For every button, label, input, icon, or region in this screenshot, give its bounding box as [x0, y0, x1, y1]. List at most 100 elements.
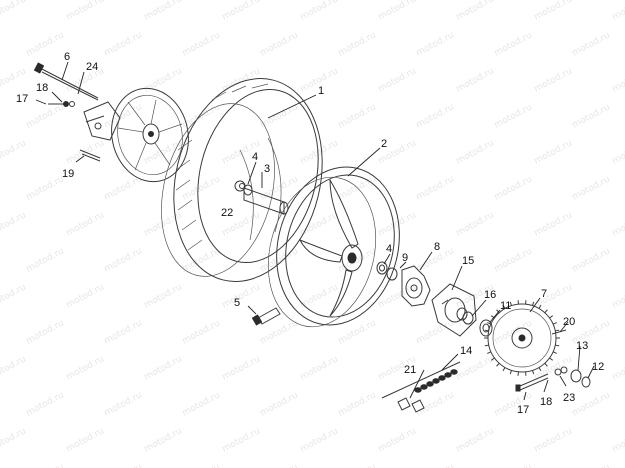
- sprocket-tooth: [487, 351, 492, 354]
- watermark-text: motod.ru: [221, 354, 262, 382]
- callout-8: 8: [434, 241, 440, 253]
- watermark-text: motod.ru: [611, 138, 625, 166]
- leader-lines: [35, 61, 595, 401]
- bearings: [243, 184, 398, 281]
- chain-link: [432, 378, 440, 384]
- watermark-text: motod.ru: [493, 246, 534, 274]
- axle-bolt: [251, 307, 281, 326]
- callout-15: 15: [462, 255, 474, 267]
- watermark-text: motod.ru: [25, 318, 66, 346]
- watermark-text: motod.ru: [65, 0, 106, 23]
- watermark-text: motod.ru: [415, 462, 456, 468]
- watermark-text: motod.ru: [25, 174, 66, 202]
- callout-1: 1: [318, 85, 324, 97]
- watermark-text: motod.ru: [0, 210, 28, 238]
- watermark-text: motod.ru: [143, 426, 184, 454]
- watermark-text: motod.ru: [337, 30, 378, 58]
- watermark-text: motod.ru: [533, 66, 574, 94]
- watermark-text: motod.ru: [0, 0, 28, 23]
- watermark-text: motod.ru: [221, 282, 262, 310]
- watermark-text: motod.ru: [455, 426, 496, 454]
- watermark-text: motod.ru: [299, 138, 340, 166]
- brake-bracket: [33, 62, 121, 162]
- watermark-text: motod.ru: [25, 462, 66, 468]
- drive-chain: [381, 361, 461, 413]
- rear-tyre: [161, 78, 323, 282]
- sprocket-tooth: [487, 322, 492, 325]
- callout-18: 18: [540, 396, 552, 408]
- chain-link: [438, 375, 446, 381]
- sprocket-tooth: [549, 357, 554, 361]
- callout-12: 12: [592, 361, 604, 373]
- watermark-text: motod.ru: [571, 30, 612, 58]
- watermark-text: motod.ru: [455, 66, 496, 94]
- watermark-text: motod.ru: [103, 102, 144, 130]
- watermark-text: motod.ru: [571, 102, 612, 130]
- watermark-text: motod.ru: [415, 174, 456, 202]
- chain-link: [414, 387, 422, 393]
- watermark-text: motod.ru: [259, 390, 300, 418]
- watermark-text: motod.ru: [611, 66, 625, 94]
- watermark-text: motod.ru: [259, 246, 300, 274]
- watermark-text: motod.ru: [299, 210, 340, 238]
- sprocket-tooth: [555, 344, 560, 347]
- callout-11: 11: [500, 300, 511, 312]
- sprocket-tooth: [496, 362, 500, 367]
- callout-4: 4: [252, 151, 258, 163]
- callout-24: 24: [86, 61, 98, 73]
- watermark-text: motod.ru: [611, 210, 625, 238]
- watermark-text: motod.ru: [0, 426, 28, 454]
- watermark-text: motod.ru: [455, 210, 496, 238]
- watermark-text: motod.ru: [337, 318, 378, 346]
- watermark-text: motod.ru: [455, 0, 496, 23]
- watermark-text: motod.ru: [259, 30, 300, 58]
- chain-link: [420, 384, 428, 390]
- callout-18: 18: [36, 82, 48, 94]
- callout-21: 21: [404, 364, 416, 376]
- watermark-text: motod.ru: [493, 102, 534, 130]
- watermark-text: motod.ru: [533, 282, 574, 310]
- watermark-text: motod.ru: [533, 138, 574, 166]
- watermark-text: motod.ru: [533, 0, 574, 23]
- chain-link: [450, 369, 458, 375]
- watermark-text: motod.ru: [611, 426, 625, 454]
- callout-2: 2: [381, 138, 387, 150]
- sprocket-tooth: [538, 367, 542, 372]
- watermark-text: motod.ru: [221, 66, 262, 94]
- sprocket-tooth: [484, 329, 489, 332]
- watermark-text: motod.ru: [103, 30, 144, 58]
- watermark-text: motod.ru: [259, 462, 300, 468]
- watermark-text: motod.ru: [415, 318, 456, 346]
- watermark-text: motod.ru: [415, 30, 456, 58]
- sprocket-tooth: [532, 301, 535, 306]
- chain-link: [444, 372, 452, 378]
- callout-20: 20: [563, 316, 575, 328]
- watermark-text: motod.ru: [25, 390, 66, 418]
- sprocket-tooth: [509, 301, 512, 306]
- watermark-text: motod.ru: [103, 462, 144, 468]
- brake-disc: [111, 87, 189, 183]
- callout-23: 23: [563, 392, 575, 404]
- sprocket-fasteners: [515, 329, 591, 392]
- watermark-text: motod.ru: [103, 318, 144, 346]
- watermark-text: motod.ru: [103, 174, 144, 202]
- watermark-text: motod.ru: [181, 318, 222, 346]
- callout-6: 6: [64, 51, 70, 63]
- watermark-text: motod.ru: [493, 462, 534, 468]
- rear-sprocket: [484, 300, 560, 376]
- watermark-text: motod.ru: [455, 354, 496, 382]
- chain-link: [426, 381, 434, 387]
- sprocket-tooth: [490, 357, 495, 361]
- watermark-text: motod.ru: [65, 426, 106, 454]
- callout-13: 13: [576, 340, 588, 352]
- watermark-text: motod.ru: [571, 246, 612, 274]
- callout-4: 4: [386, 243, 392, 255]
- watermark-text: motod.ru: [571, 462, 612, 468]
- sprocket-tooth: [538, 304, 542, 309]
- watermark-text: motod.ru: [25, 246, 66, 274]
- watermark-text: motod.ru: [337, 462, 378, 468]
- callout-16: 16: [484, 289, 496, 301]
- carrier-bearing: [462, 311, 493, 337]
- watermark-text: motod.ru: [493, 30, 534, 58]
- sprocket-tooth: [484, 344, 489, 347]
